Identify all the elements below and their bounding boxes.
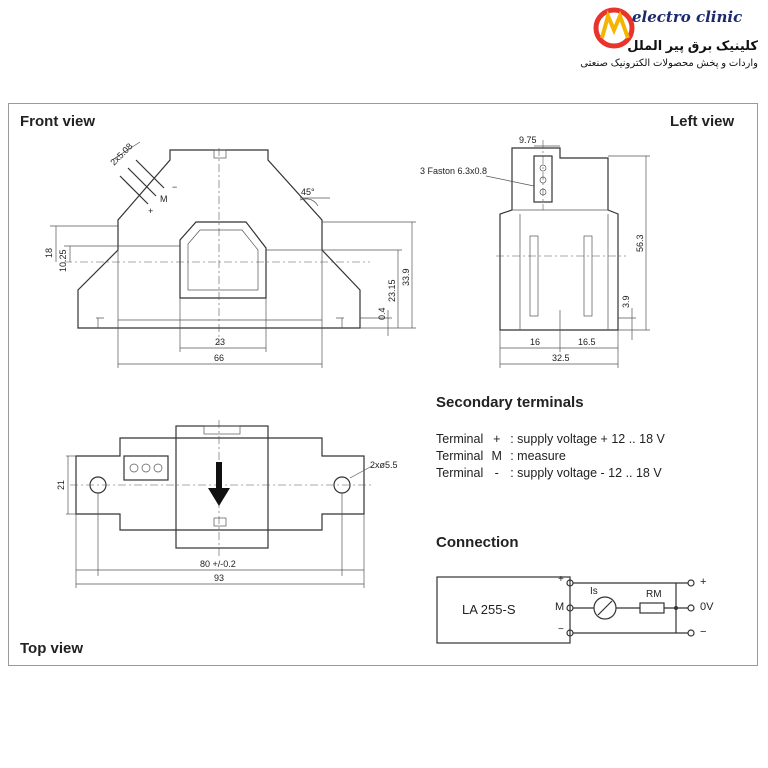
front-dim18-label: 18 <box>44 248 54 258</box>
front-view-label: Front view <box>20 113 96 130</box>
left-body-inner <box>512 209 609 330</box>
left-dim39-label: 3.9 <box>621 295 631 308</box>
front-dim04-label: 0.4 <box>377 307 387 320</box>
top-faston-pin1 <box>129 463 139 473</box>
terminal-row: Terminal M : measure <box>436 449 566 463</box>
left-slot-1 <box>529 235 539 317</box>
top-faston-block <box>123 455 169 481</box>
left-faston-leader <box>485 175 535 187</box>
left-dim975-label: 9.75 <box>519 135 537 145</box>
resistor-rm-label: RM <box>646 589 662 600</box>
out-0v-node <box>687 604 695 612</box>
pin-minus-label: − <box>558 624 564 635</box>
top-view-drawing: 21 2xø5.5 80 +/-0.2 93 <box>56 420 398 588</box>
top-hole-label: 2xø5.5 <box>370 460 398 470</box>
terminal-description: : supply voltage - 12 .. 18 V <box>510 466 662 480</box>
front-aperture-outer <box>179 221 267 299</box>
top-faston-pin3 <box>153 463 163 473</box>
pin-m-label: M <box>555 601 565 613</box>
left-faston-label: 3 Faston 6.3x0.8 <box>420 166 487 176</box>
terminal-symbol: + <box>493 432 501 446</box>
brand-logo: electro clinic کلینیک برق پیر الملل وارد… <box>580 2 764 74</box>
top-center-notch <box>213 517 227 527</box>
front-dim2315-label: 23.15 <box>387 279 397 302</box>
terminal-description: : supply voltage + 12 .. 18 V <box>510 432 665 446</box>
left-view-drawing: 9.75 3 Faston 6.3x0.8 56.3 3.9 16 16.5 3… <box>420 135 650 368</box>
datasheet-frame <box>8 103 758 666</box>
pin-plus-label: + <box>558 574 564 585</box>
out-0v-label: 0V <box>700 601 714 613</box>
junction-dot <box>674 606 678 610</box>
top-view-label: Top view <box>20 640 84 657</box>
ammeter-needle <box>597 600 613 616</box>
current-direction-arrow-icon <box>208 462 230 506</box>
device-name: LA 255-S <box>462 602 516 617</box>
left-faston-pin1 <box>539 164 547 172</box>
front-feet <box>96 317 344 328</box>
front-dim66-label: 66 <box>214 353 224 363</box>
front-angle-label: 45° <box>301 187 315 197</box>
front-dim23-label: 23 <box>215 337 225 347</box>
terminal-name: Terminal <box>436 432 484 446</box>
front-dim1025-label: 10.25 <box>58 249 68 272</box>
out-minus-node <box>687 629 695 637</box>
current-is-label: Is <box>590 586 598 597</box>
top-faston-pin2 <box>141 463 151 473</box>
top-dim93-label: 93 <box>214 573 224 583</box>
connection-heading: Connection <box>436 534 519 551</box>
front-aperture-inner <box>187 229 259 291</box>
logo-title-fa: کلینیک برق پیر الملل <box>627 38 758 53</box>
terminal-symbol: - <box>494 466 499 480</box>
left-slot-2 <box>583 235 593 317</box>
left-dim16-label: 16 <box>530 337 540 347</box>
front-dim339-label: 33.9 <box>401 268 411 286</box>
out-plus-label: + <box>700 576 707 588</box>
top-dim21-label: 21 <box>56 480 66 490</box>
front-top-notch <box>213 149 227 159</box>
terminal-row: Terminal + : supply voltage + 12 .. 18 V <box>436 432 665 446</box>
front-view-drawing: 2x5.08 + M − 45° 18 10.25 33.9 23.15 0.4… <box>44 141 416 368</box>
top-dim80-label: 80 +/-0.2 <box>200 559 236 569</box>
connection-schematic <box>436 576 695 644</box>
terminal-description: : measure <box>510 449 566 463</box>
out-plus-node <box>687 579 695 587</box>
top-hole-leader <box>349 465 373 479</box>
left-dim165-label: 16.5 <box>578 337 596 347</box>
front-terminal-pins <box>111 141 165 205</box>
out-minus-label: − <box>700 626 707 638</box>
terminal-name: Terminal <box>436 449 484 463</box>
terminal-symbol: M <box>491 449 502 463</box>
resistor-rm <box>639 602 665 614</box>
logo-emblem-icon <box>593 7 635 49</box>
front-body-inner <box>117 250 323 321</box>
left-body-outline <box>499 147 619 331</box>
top-center-tab <box>203 425 241 435</box>
terminal-name: Terminal <box>436 466 484 480</box>
logo-subtitle-fa: واردات و پخش محصولات الکترونیک صنعتی <box>580 58 758 69</box>
left-dim325-label: 32.5 <box>552 353 570 363</box>
front-angle-arc <box>299 198 319 207</box>
logo-brand-text: electro clinic <box>632 8 743 26</box>
secondary-terminals-heading: Secondary terminals <box>436 394 584 411</box>
device-box <box>436 576 571 644</box>
front-plus-label: + <box>148 206 153 216</box>
left-view-label: Left view <box>670 113 735 130</box>
front-m-label: M <box>160 194 168 204</box>
front-minus-label: − <box>172 182 177 192</box>
terminal-row: Terminal - : supply voltage - 12 .. 18 V <box>436 466 662 480</box>
left-dim563-label: 56.3 <box>635 234 645 252</box>
front-pitch-label: 2x5.08 <box>108 141 134 167</box>
